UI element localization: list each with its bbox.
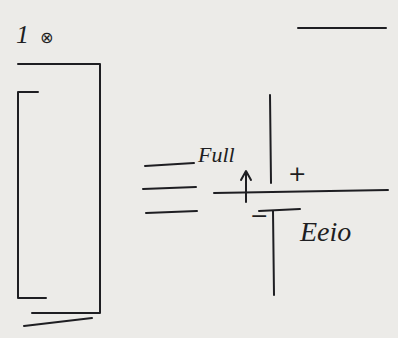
arrow-head bbox=[241, 171, 251, 180]
force-label: Full bbox=[198, 144, 235, 166]
plus-sign: + bbox=[288, 163, 306, 185]
current-number: 1 bbox=[16, 22, 29, 48]
outer-conductor bbox=[18, 64, 100, 313]
horizontal-line bbox=[214, 190, 388, 193]
equivalence-stroke bbox=[143, 187, 196, 189]
equivalence-stroke bbox=[145, 163, 194, 166]
into-page-symbol: ⊗ bbox=[40, 30, 53, 46]
inner-conductor bbox=[18, 92, 46, 298]
emf-label: Eeio bbox=[300, 218, 351, 246]
stray-line bbox=[298, 27, 386, 29]
upper-wire bbox=[270, 95, 271, 183]
force-arrow bbox=[245, 172, 247, 202]
equivalence-stroke bbox=[146, 211, 197, 213]
lower-wire bbox=[273, 211, 274, 295]
lead-line bbox=[24, 318, 92, 326]
minus-sign: − bbox=[250, 205, 268, 227]
